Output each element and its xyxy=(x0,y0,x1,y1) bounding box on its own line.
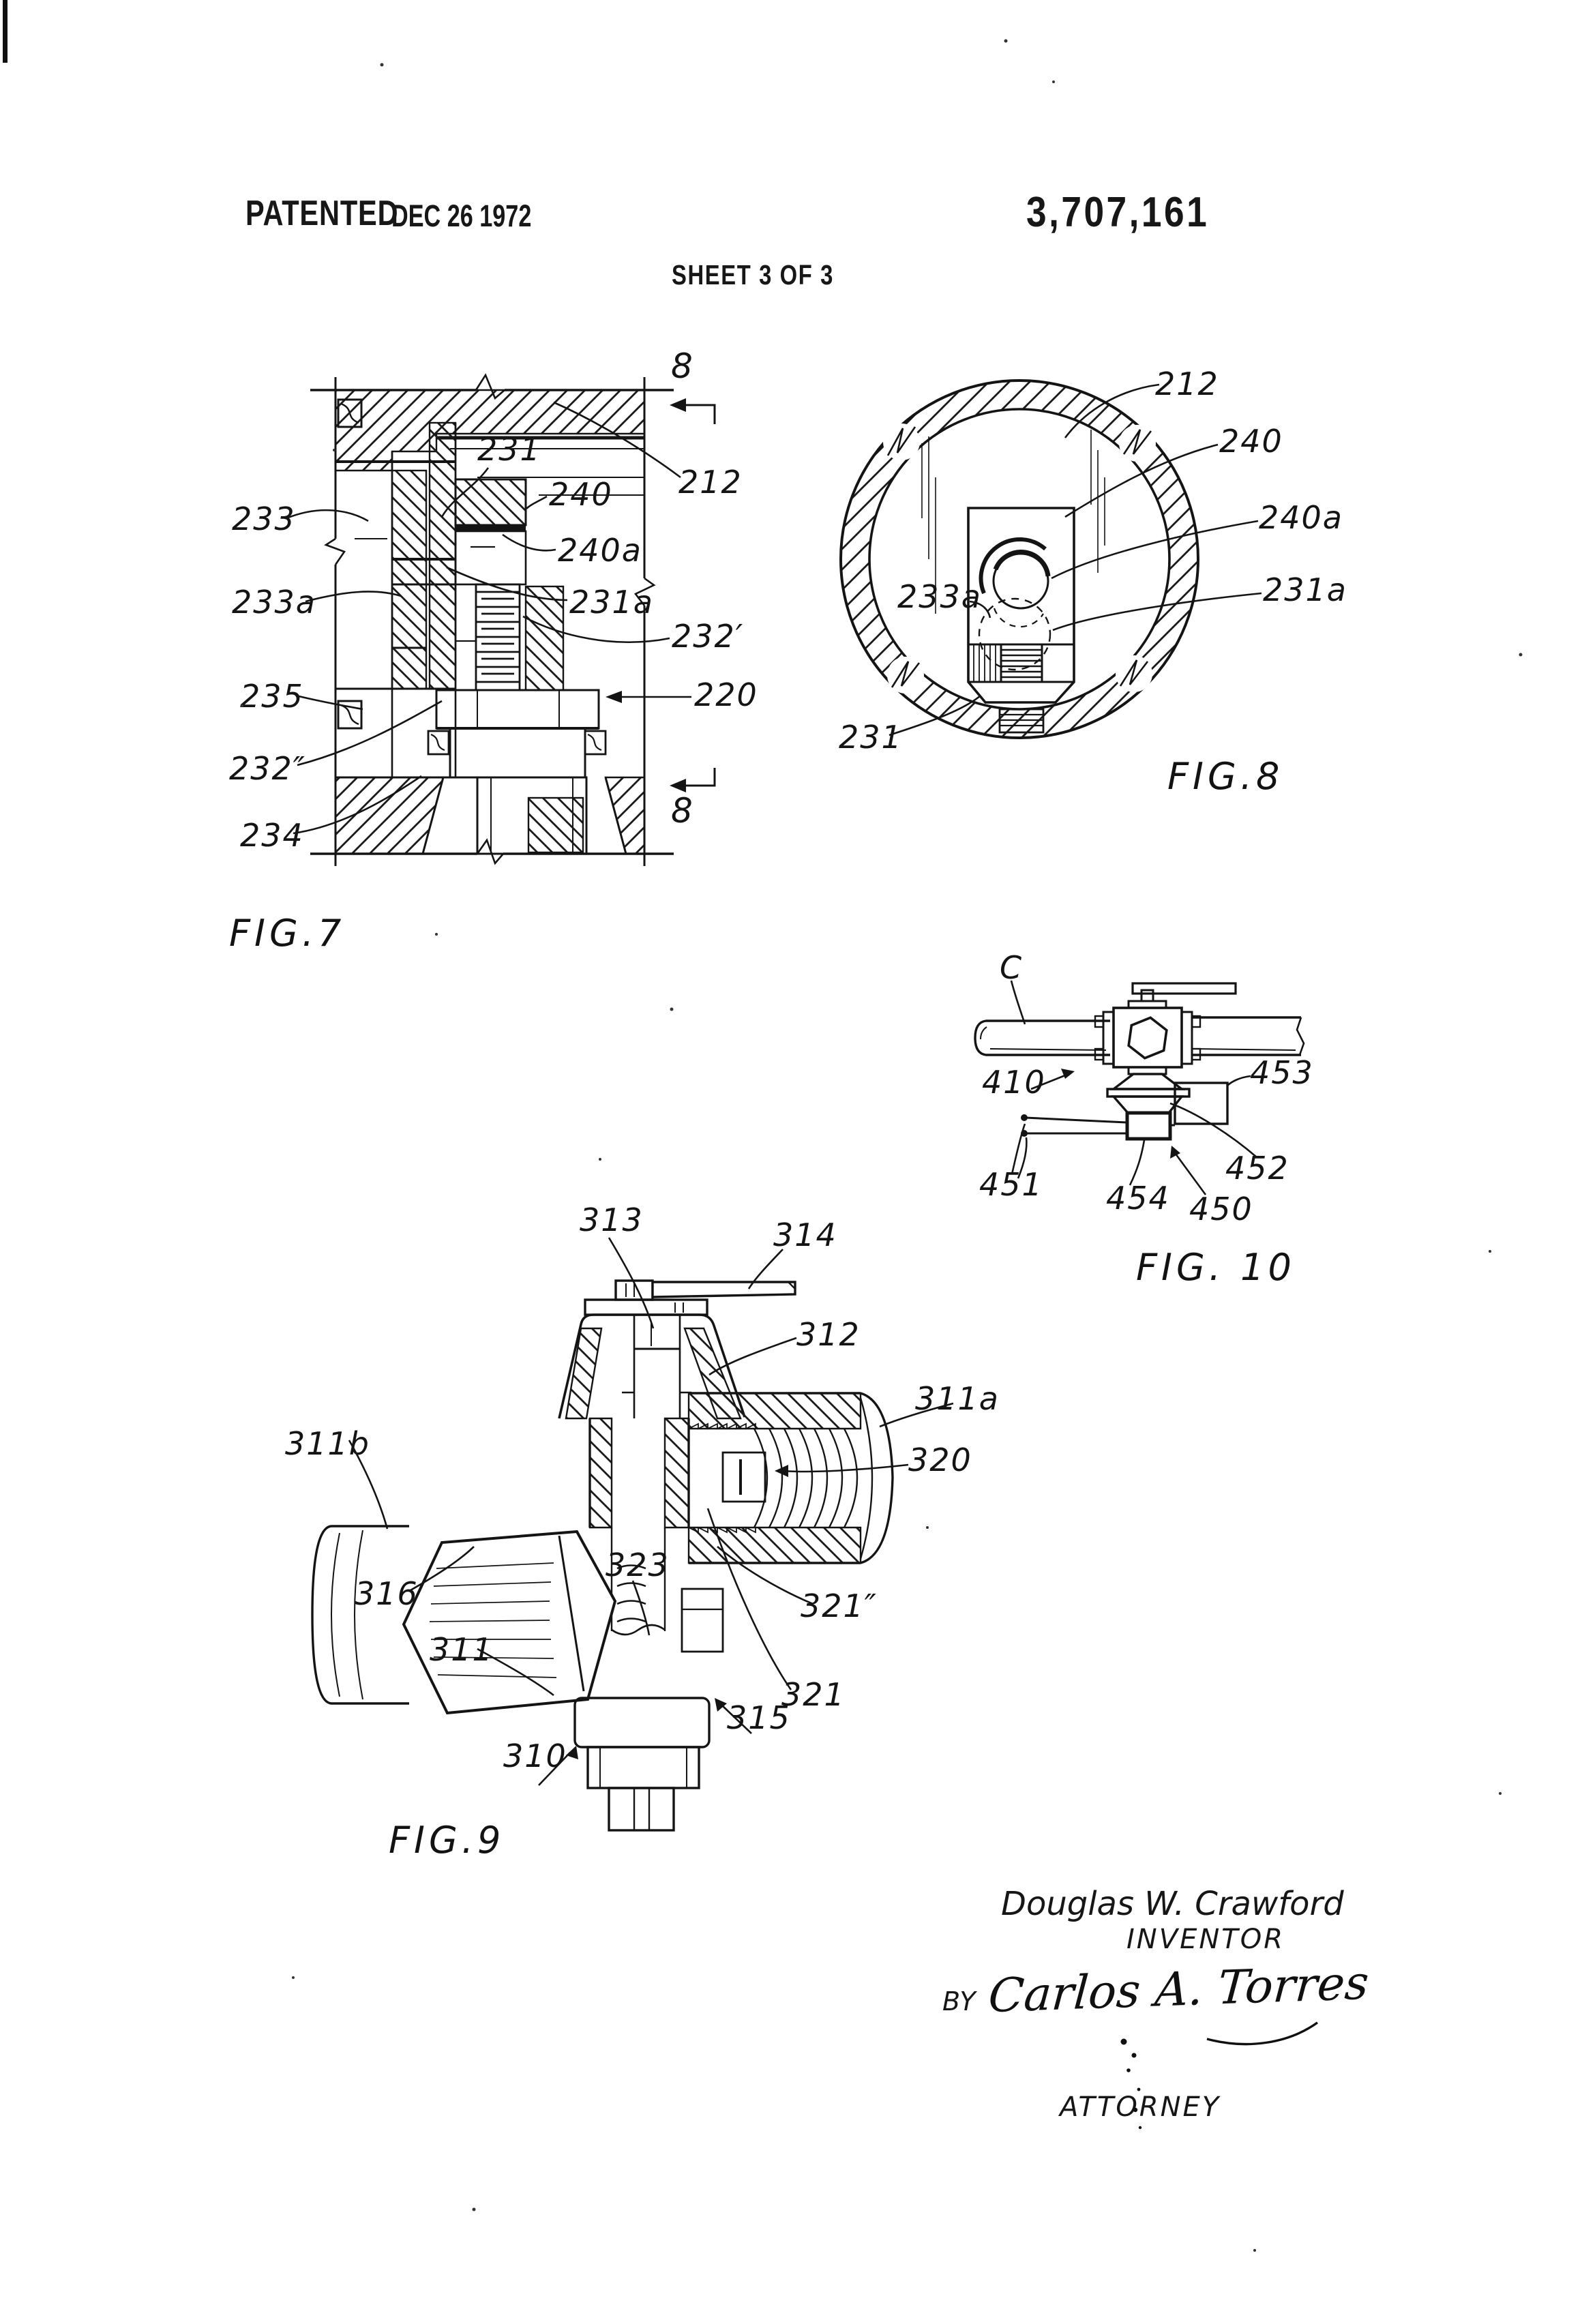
fig8-caption: FIG.8 xyxy=(1167,755,1284,798)
fig10-label-454: 454 xyxy=(1106,1180,1170,1217)
fig8-lower-band xyxy=(967,643,1075,683)
fig8-label-240a: 240a xyxy=(1259,499,1343,536)
fig9-label-321: 321 xyxy=(781,1676,846,1713)
fig7-caption: FIG.7 xyxy=(229,912,346,955)
fig9-left-port xyxy=(311,1525,409,1705)
fig7-label-231: 231 xyxy=(477,431,541,468)
fig7-section-mark-top: 8 xyxy=(671,346,693,386)
scan-edge-mark xyxy=(3,0,8,63)
fig9-body xyxy=(588,1417,690,1636)
fig9-label-311b: 311b xyxy=(285,1425,370,1462)
fig10-drawing xyxy=(974,980,1305,1195)
fig7-label-231a: 231a xyxy=(569,584,654,621)
inventor-name: Douglas W. Crawford xyxy=(1001,1885,1344,1923)
fig9-label-311: 311 xyxy=(430,1631,494,1668)
fig8-bore-hole xyxy=(978,537,1051,671)
fig9-label-323: 323 xyxy=(606,1547,670,1583)
fig9-label-314: 314 xyxy=(773,1217,837,1253)
fig7-label-240: 240 xyxy=(549,476,613,513)
fig8-label-231a: 231a xyxy=(1263,571,1347,608)
fig7-seal-right-lower xyxy=(584,730,607,756)
fig7-label-232d: 232′ xyxy=(672,618,745,655)
fig7-label-240a: 240a xyxy=(558,532,642,569)
fig7-label-234: 234 xyxy=(240,817,304,854)
sheet-label: SHEET 3 OF 3 xyxy=(672,259,834,290)
attorney-title: ATTORNEY xyxy=(1060,2091,1221,2123)
fig8-label-233a: 233a xyxy=(897,578,982,615)
fig9-label-321dd: 321″ xyxy=(801,1588,878,1624)
fig9-label-315: 315 xyxy=(727,1699,791,1736)
signature-flourish xyxy=(1120,2021,1318,2130)
fig8-leaders xyxy=(889,383,1262,736)
fig8-lower-tab xyxy=(998,708,1045,734)
fig7-drawing xyxy=(286,373,716,866)
fig9-handle xyxy=(614,1279,796,1301)
fig10-handle xyxy=(1127,982,1237,1009)
fig9-hex-nut xyxy=(402,1530,617,1715)
fig9-right-arm xyxy=(687,1392,894,1564)
fig9-label-313: 313 xyxy=(580,1202,644,1238)
fig7-label-220: 220 xyxy=(694,676,758,713)
fig9-leaders xyxy=(348,1237,954,1786)
fig7-label-235: 235 xyxy=(240,678,304,715)
fig10-wires xyxy=(1021,1114,1128,1137)
fig10-label-451: 451 xyxy=(979,1166,1043,1203)
fig7-label-233a: 233a xyxy=(232,584,316,621)
patent-date-stamp: DEC 26 1972 xyxy=(391,198,532,233)
fig9-label-312: 312 xyxy=(796,1316,861,1353)
fig10-label-c: C xyxy=(1000,949,1024,986)
fig10-label-410: 410 xyxy=(982,1064,1046,1101)
fig7-section-mark-bottom: 8 xyxy=(671,791,693,831)
fig7-section-arrow-top xyxy=(670,398,716,424)
fig9-label-311a: 311a xyxy=(915,1380,1000,1417)
by-label: BY xyxy=(942,1986,976,2016)
fig8-label-240: 240 xyxy=(1219,423,1283,460)
fig7-seal-left-lower xyxy=(427,730,450,756)
fig7-label-233: 233 xyxy=(232,501,296,537)
fig8-label-212: 212 xyxy=(1155,366,1219,402)
fig9-label-316: 316 xyxy=(355,1575,419,1612)
fig9-bottom-stem xyxy=(573,1697,711,1832)
fig7-leaders xyxy=(286,401,691,835)
fig8-label-231: 231 xyxy=(839,719,903,756)
fig8-ring-breaks xyxy=(883,423,1156,694)
fig7-label-212: 212 xyxy=(678,464,743,501)
fig9-seat-parts xyxy=(616,1451,766,1653)
patent-number: 3,707,161 xyxy=(1026,189,1210,236)
fig10-caption: FIG. 10 xyxy=(1136,1246,1296,1289)
fig7-seal-top xyxy=(337,398,363,428)
fig10-side-box xyxy=(1174,1082,1229,1125)
patented-stamp: PATENTED xyxy=(245,194,399,233)
fig10-label-452: 452 xyxy=(1225,1150,1289,1187)
fig9-label-310: 310 xyxy=(503,1738,567,1774)
fig7-label-232dd: 232″ xyxy=(229,750,306,787)
fig10-label-453: 453 xyxy=(1250,1054,1314,1091)
fig10-label-450: 450 xyxy=(1189,1191,1253,1227)
fig9-caption: FIG.9 xyxy=(389,1819,505,1862)
fig10-leaders xyxy=(1010,980,1257,1195)
inventor-title: INVENTOR xyxy=(1126,1924,1285,1955)
fig7-section-arrow-bottom xyxy=(670,768,716,792)
fig9-label-320: 320 xyxy=(908,1442,972,1478)
fig9-drawing xyxy=(311,1237,954,1832)
fig8-drawing xyxy=(839,379,1262,739)
